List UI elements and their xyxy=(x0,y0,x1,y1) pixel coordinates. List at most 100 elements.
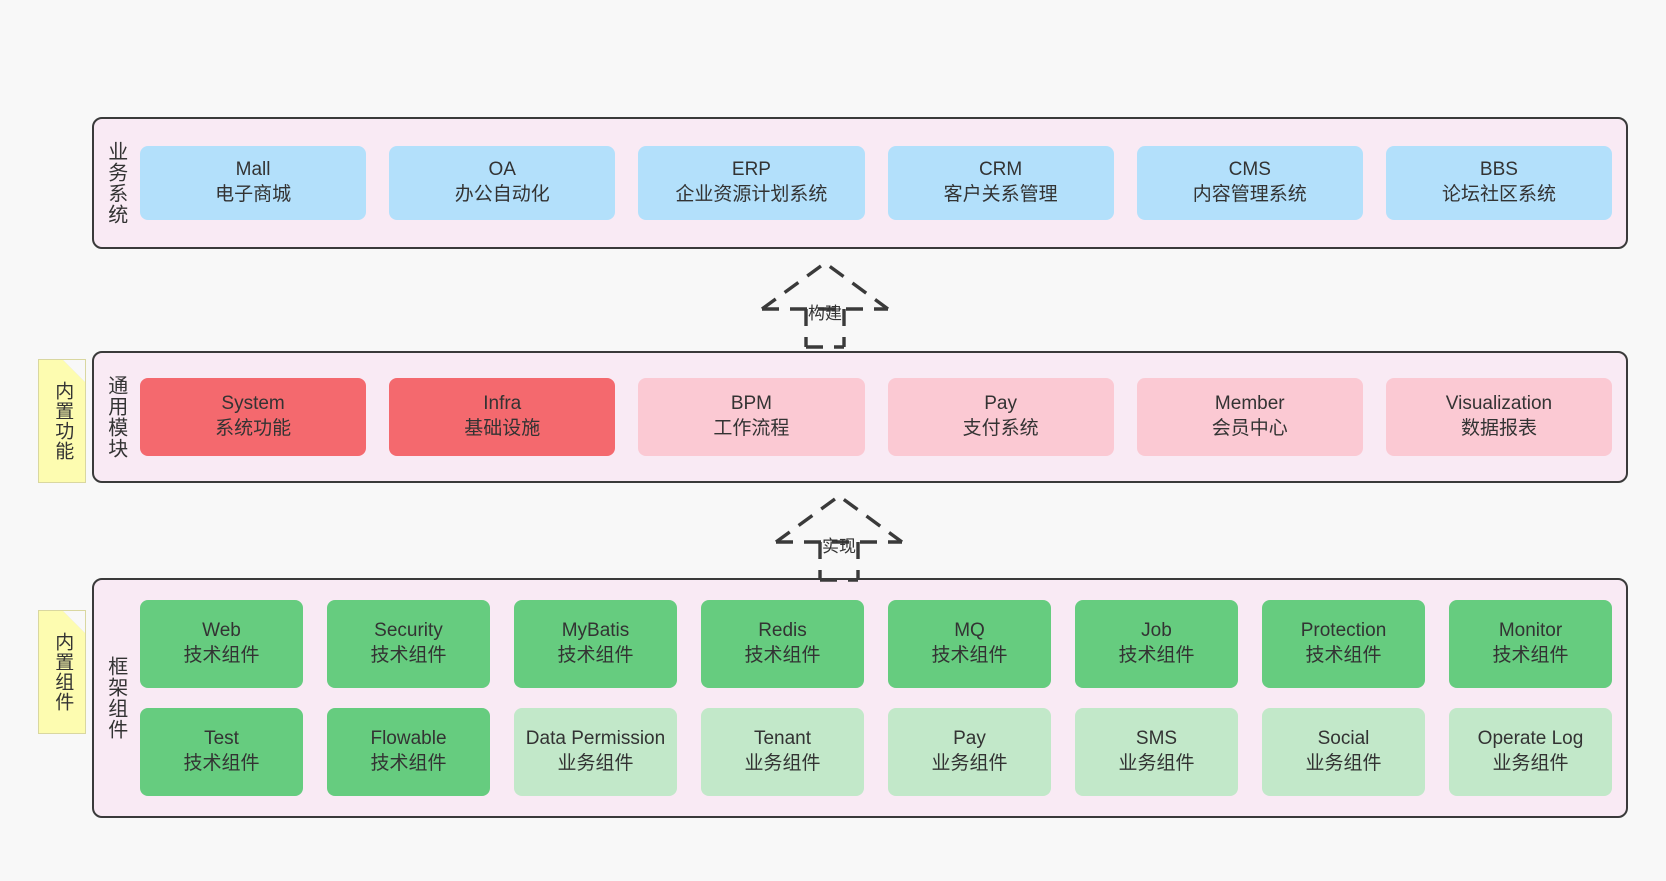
node-title: Protection xyxy=(1300,620,1387,642)
node-title: Web xyxy=(202,620,241,642)
node-title: Social xyxy=(1317,728,1370,750)
framework-node-test[interactable]: Test 技术组件 xyxy=(140,708,303,796)
layer-business-body: Mall 电子商城 OA 办公自动化 ERP 企业资源计划系统 CRM 客户关系管理 CMS 内容… xyxy=(136,119,1626,247)
note-builtin-components: 内置组件 xyxy=(38,610,86,734)
framework-node-protection[interactable]: Protection 技术组件 xyxy=(1262,600,1425,688)
node-subtitle: 基础设施 xyxy=(464,418,541,439)
node-title: OA xyxy=(488,159,516,181)
note-builtin-components-label: 内置组件 xyxy=(52,632,74,712)
framework-node-sms[interactable]: SMS 业务组件 xyxy=(1075,708,1238,796)
implement-arrow-svg xyxy=(774,493,904,582)
module-node-member[interactable]: Member 会员中心 xyxy=(1136,378,1363,456)
node-subtitle: 论坛社区系统 xyxy=(1441,184,1556,205)
node-subtitle: 技术组件 xyxy=(370,645,447,666)
node-subtitle: 系统功能 xyxy=(215,418,292,439)
node-subtitle: 技术组件 xyxy=(1492,645,1569,666)
connector-implement-label: 实现 xyxy=(822,537,856,556)
framework-node-monitor[interactable]: Monitor 技术组件 xyxy=(1449,600,1612,688)
node-subtitle: 内容管理系统 xyxy=(1192,184,1307,205)
business-node-cms[interactable]: CMS 内容管理系统 xyxy=(1136,146,1363,220)
module-node-pay[interactable]: Pay 支付系统 xyxy=(887,378,1114,456)
node-title: BPM xyxy=(730,393,773,415)
framework-node-redis[interactable]: Redis 技术组件 xyxy=(701,600,864,688)
framework-node-web[interactable]: Web 技术组件 xyxy=(140,600,303,688)
framework-node-mybatis[interactable]: MyBatis 技术组件 xyxy=(514,600,677,688)
node-title: BBS xyxy=(1479,159,1518,181)
business-node-crm[interactable]: CRM 客户关系管理 xyxy=(887,146,1114,220)
framework-node-pay[interactable]: Pay 业务组件 xyxy=(888,708,1051,796)
node-subtitle: 工作流程 xyxy=(713,418,790,439)
node-title: Pay xyxy=(953,728,986,750)
framework-node-security[interactable]: Security 技术组件 xyxy=(327,600,490,688)
node-subtitle: 业务组件 xyxy=(557,753,634,774)
node-subtitle: 技术组件 xyxy=(744,645,821,666)
node-title: ERP xyxy=(731,159,771,181)
node-subtitle: 数据报表 xyxy=(1460,418,1537,439)
node-title: Visualization xyxy=(1445,393,1553,415)
connector-build: 构建 xyxy=(756,257,906,349)
node-subtitle: 企业资源计划系统 xyxy=(675,184,828,205)
node-subtitle: 技术组件 xyxy=(183,645,260,666)
node-title: Redis xyxy=(758,620,807,642)
node-subtitle: 电子商城 xyxy=(215,184,292,205)
module-node-infra[interactable]: Infra 基础设施 xyxy=(389,378,616,456)
node-title: Pay xyxy=(984,393,1017,415)
node-subtitle: 业务组件 xyxy=(1118,753,1195,774)
node-subtitle: 技术组件 xyxy=(1118,645,1195,666)
note-builtin-features: 内置功能 xyxy=(38,359,86,483)
node-subtitle: 业务组件 xyxy=(1492,753,1569,774)
node-title: Monitor xyxy=(1498,620,1563,642)
business-node-oa[interactable]: OA 办公自动化 xyxy=(389,146,616,220)
node-title: Test xyxy=(204,728,239,750)
node-title: CRM xyxy=(978,159,1023,181)
business-node-erp[interactable]: ERP 企业资源计划系统 xyxy=(638,146,865,220)
layer-modules-title: 通用模块 xyxy=(104,375,127,459)
node-title: CMS xyxy=(1228,159,1271,181)
node-title: SMS xyxy=(1135,728,1178,750)
layer-framework-title: 框架组件 xyxy=(104,656,127,740)
node-subtitle: 业务组件 xyxy=(931,753,1008,774)
node-subtitle: 办公自动化 xyxy=(454,184,550,205)
connector-build-label: 构建 xyxy=(808,304,842,323)
node-title: MyBatis xyxy=(561,620,630,642)
framework-node-tenant[interactable]: Tenant 业务组件 xyxy=(701,708,864,796)
framework-node-flowable[interactable]: Flowable 技术组件 xyxy=(327,708,490,796)
node-title: Flowable xyxy=(370,728,447,750)
module-node-visualization[interactable]: Visualization 数据报表 xyxy=(1385,378,1613,456)
node-subtitle: 支付系统 xyxy=(962,418,1039,439)
node-title: Member xyxy=(1214,393,1285,415)
node-title: Infra xyxy=(483,393,522,415)
node-subtitle: 技术组件 xyxy=(1305,645,1382,666)
node-subtitle: 技术组件 xyxy=(370,753,447,774)
framework-node-job[interactable]: Job 技术组件 xyxy=(1075,600,1238,688)
business-node-bbs[interactable]: BBS 论坛社区系统 xyxy=(1385,146,1613,220)
node-subtitle: 技术组件 xyxy=(183,753,260,774)
node-title: MQ xyxy=(954,620,985,642)
build-arrow-svg xyxy=(760,260,890,349)
node-subtitle: 客户关系管理 xyxy=(943,184,1058,205)
node-subtitle: 技术组件 xyxy=(557,645,634,666)
node-title: Security xyxy=(374,620,443,642)
business-node-row: Mall 电子商城 OA 办公自动化 ERP 企业资源计划系统 CRM 客户关系管理 CMS 内容… xyxy=(140,146,1613,220)
node-title: Tenant xyxy=(753,728,812,750)
module-node-bpm[interactable]: BPM 工作流程 xyxy=(638,378,865,456)
node-subtitle: 会员中心 xyxy=(1211,418,1288,439)
node-subtitle: 业务组件 xyxy=(744,753,821,774)
connector-implement: 实现 xyxy=(770,490,920,582)
node-title: Mall xyxy=(235,159,271,181)
business-node-mall[interactable]: Mall 电子商城 xyxy=(140,146,367,220)
node-title: Job xyxy=(1141,620,1172,642)
